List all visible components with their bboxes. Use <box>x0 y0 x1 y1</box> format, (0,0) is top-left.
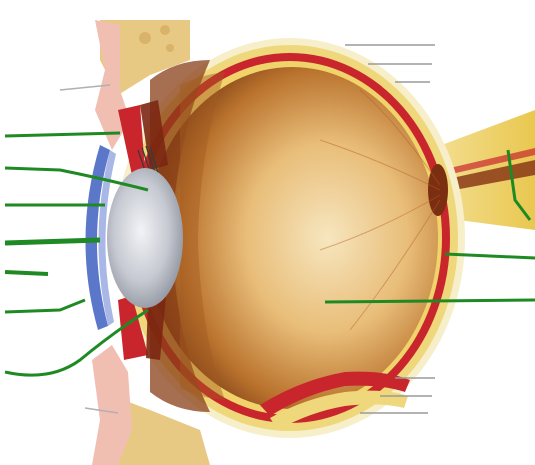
leader-line-green-9 <box>325 300 535 302</box>
leader-line-green-5 <box>5 272 48 274</box>
iris <box>118 105 145 175</box>
leader-line-green-4 <box>5 240 100 243</box>
leader-line-green-6 <box>5 300 85 312</box>
leader-line-green-1 <box>5 133 120 136</box>
bone-texture <box>139 32 151 44</box>
